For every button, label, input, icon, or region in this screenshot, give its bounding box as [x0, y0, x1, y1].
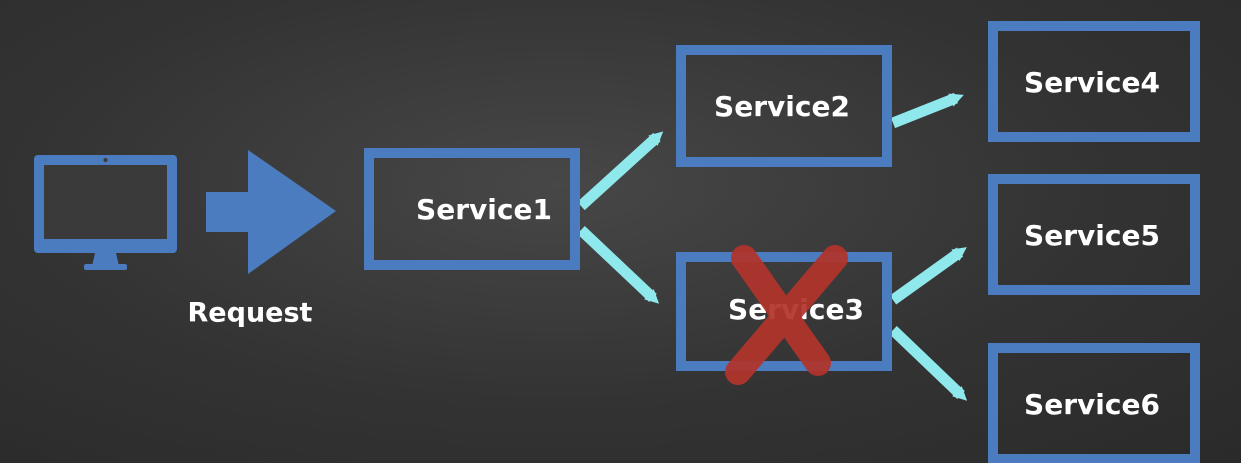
service-label: Service5 [1024, 219, 1160, 252]
service-box-1: Service1 [364, 148, 580, 270]
arrow-right-icon [206, 150, 336, 274]
service-box-6: Service6 [988, 343, 1200, 463]
request-label: Request [188, 298, 313, 329]
service-label: Service2 [714, 90, 850, 123]
service-box-2: Service2 [676, 45, 892, 167]
service-label: Service4 [1024, 66, 1160, 99]
monitor-icon [34, 155, 177, 270]
arrow-s3-s5 [889, 247, 967, 305]
service-box-4: Service4 [988, 21, 1200, 142]
service-box-5: Service5 [988, 174, 1200, 295]
monitor-display [44, 165, 167, 239]
service-label: Service6 [1024, 388, 1160, 421]
arrow-s3-s6 [889, 326, 968, 401]
monitor-camera [103, 158, 108, 162]
arrow-s2-s4 [890, 92, 964, 129]
arrow-s1-s2 [577, 131, 664, 211]
arrow-s1-s3 [577, 226, 660, 304]
monitor-stand [92, 253, 119, 266]
monitor-base [84, 264, 127, 270]
service-label: Service1 [416, 193, 552, 226]
cross-mark-icon [725, 245, 848, 385]
